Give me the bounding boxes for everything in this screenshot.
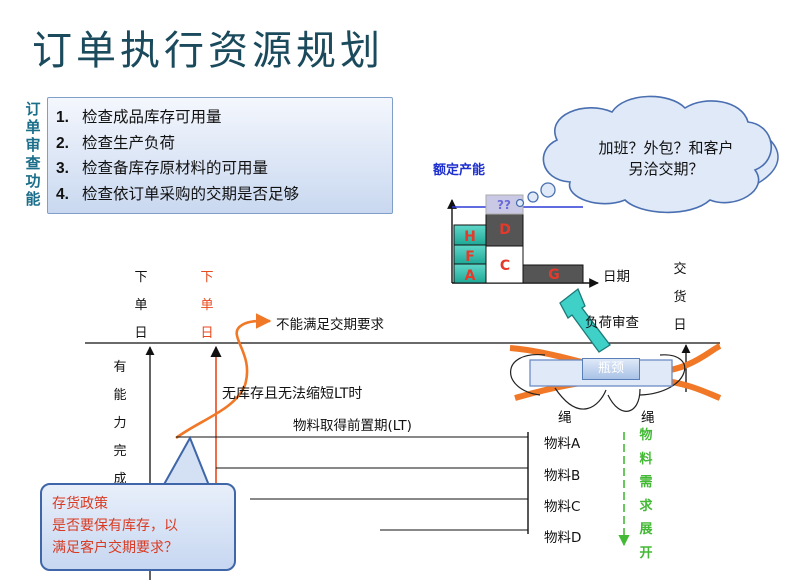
rope-curve (607, 388, 641, 412)
cloud-shape (542, 95, 772, 214)
svg-text:G: G (548, 267, 560, 283)
date-label: 日期 (603, 269, 630, 285)
material-c: 物料C (544, 499, 581, 515)
rope-loop-left (510, 354, 546, 396)
rope-curve (554, 387, 607, 410)
mrp-label: 物料需 求展开 (639, 428, 653, 561)
svg-text:H: H (464, 229, 476, 245)
checklist-item: 3.检查备库存原材料的可用量 (56, 159, 269, 177)
bar-c (485, 245, 524, 284)
rope-right-label: 绳 (641, 410, 655, 426)
can-complete-label: 有能力 完成 (113, 360, 127, 487)
lead-time-label: 物料取得前置期(LT) (293, 418, 412, 434)
material-a: 物料A (544, 436, 581, 452)
callout-pointer (160, 435, 212, 489)
load-check-label: 负荷审查 (585, 315, 639, 331)
no-stock-label: 无库存且无法缩短LT时 (222, 386, 363, 402)
bar-g (522, 264, 584, 284)
order-day-red-label: 下单日 (200, 270, 214, 341)
order-review-label: 订单审 查功能 (25, 100, 41, 208)
bar-d (485, 213, 524, 247)
capacity-label: 额定产能 (433, 162, 485, 178)
svg-text:C: C (500, 258, 510, 274)
delivery-day-label: 交货日 (673, 262, 687, 333)
page-title: 订单执行资源规划 (32, 28, 384, 74)
order-day-label: 下单日 (134, 270, 148, 341)
svg-text:D: D (499, 222, 511, 238)
checklist-item: 2.检查生产负荷 (56, 133, 176, 152)
checklist-item: 4.检查依订单采购的交期是否足够 (56, 184, 300, 203)
svg-text:A: A (465, 268, 476, 284)
cloud-dot (515, 198, 525, 208)
orange-curve (175, 313, 272, 440)
checklist-item: 1.检查成品库存可用量 (56, 108, 222, 126)
checklist-box: 1.检查成品库存可用量 2.检查生产负荷 3.检查备库存原材料的可用量 4.检查… (47, 97, 393, 214)
capacity-chart: A F H C D ?? G (447, 194, 599, 288)
inventory-policy-callout: 存货政策 是否要保有库存，以 满足客户交期要求？ (40, 483, 236, 571)
svg-text:F: F (465, 249, 475, 265)
cloud-dot (540, 182, 556, 198)
material-d: 物料D (544, 530, 582, 546)
not-meet-label: 不能满足交期要求 (276, 317, 384, 333)
cloud-text: 加班？外包？和客户另洽交期？ (598, 139, 734, 178)
load-check-arrow (559, 287, 611, 353)
cloud-dot (527, 191, 539, 203)
material-b: 物料B (544, 468, 581, 484)
bottleneck-label: 瓶颈 (582, 358, 640, 380)
rope-left-label: 绳 (558, 410, 572, 426)
rope-loop-right (639, 354, 686, 396)
svg-text:??: ?? (497, 198, 511, 212)
